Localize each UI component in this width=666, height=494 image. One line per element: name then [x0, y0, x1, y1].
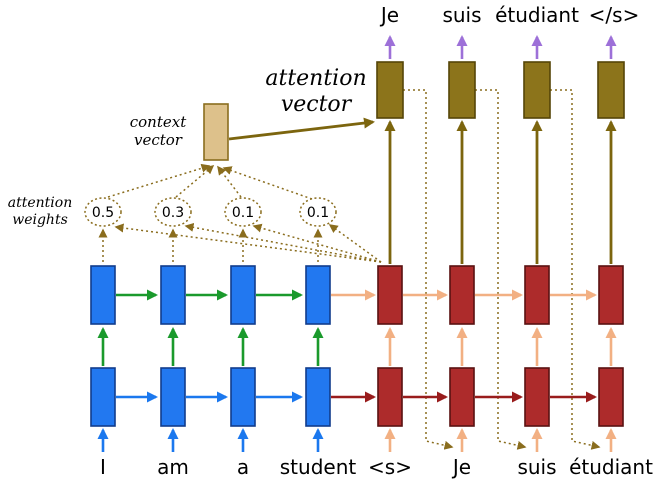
attention-weight-value: 0.5: [92, 205, 114, 221]
input-word-5: <s>: [368, 455, 412, 479]
input-word-2: am: [157, 455, 189, 479]
score-fan-line: [328, 224, 382, 263]
attention-weight-value: 0.3: [162, 205, 184, 221]
decoder-cells: [377, 265, 624, 427]
encoder-cells: [90, 265, 331, 427]
attention-vector-label-line1: attention: [265, 66, 366, 91]
encoder-cell-bottom-2: [160, 367, 186, 427]
decoder-cell-bottom-2: [449, 367, 475, 427]
input-words: I am a student <s> Je suis étudiant: [100, 455, 653, 479]
output-word-3: étudiant: [495, 3, 579, 27]
output-words: Je suis étudiant </s>: [379, 3, 639, 27]
input-word-4: student: [280, 455, 357, 479]
score-fan-line: [114, 223, 382, 263]
attention-score-lines: [98, 163, 382, 263]
attention-weights-label-line2: weights: [12, 212, 68, 228]
attention-vector-box-4: [597, 61, 625, 119]
input-word-1: I: [100, 455, 106, 479]
context-to-attention-arrow: [228, 117, 375, 141]
weighted-sum-line: [217, 165, 242, 198]
encoder-cell-top-1: [90, 265, 116, 325]
decoder-cell-top-3: [524, 265, 550, 325]
attention-weight-ellipses: 0.5 0.3 0.1 0.1: [84, 197, 337, 227]
input-feeding-lines: [403, 89, 601, 450]
context-vector-label-line1: context: [130, 113, 187, 131]
attention-weight-ellipse-2: [154, 197, 192, 227]
weighted-sum-line: [107, 163, 211, 198]
decoder-cell-bottom-4: [598, 367, 624, 427]
weighted-sum-line: [222, 166, 313, 200]
decoder-cell-top-2: [449, 265, 475, 325]
encoder-cell-bottom-1: [90, 367, 116, 427]
decoder-arrows: [331, 35, 617, 452]
attention-vector-box-2: [448, 61, 476, 119]
output-word-1: Je: [379, 3, 399, 27]
attention-vector-label-line2: vector: [281, 92, 353, 117]
feed-line: [403, 89, 454, 450]
encoder-arrows: [97, 289, 324, 452]
feed-line: [475, 89, 527, 450]
decoder-cell-bottom-1: [377, 367, 403, 427]
input-word-8: étudiant: [569, 455, 653, 479]
context-vector-box: [203, 103, 229, 161]
score-fan-line: [252, 223, 382, 263]
input-word-3: a: [237, 455, 249, 479]
attention-vector-boxes: [376, 61, 625, 119]
output-word-2: suis: [442, 3, 481, 27]
diagram-labels: attention vector context vector attentio…: [8, 66, 367, 228]
encoder-cell-top-4: [305, 265, 331, 325]
attention-weight-value: 0.1: [307, 205, 329, 221]
score-fan-line: [184, 222, 382, 263]
decoder-cell-top-4: [598, 265, 624, 325]
input-word-6: Je: [451, 455, 471, 479]
output-word-4: </s>: [589, 3, 640, 27]
attention-weight-ellipse-1: [84, 197, 122, 227]
decoder-cell-top-1: [377, 265, 403, 325]
context-vector-label-line2: vector: [134, 131, 183, 149]
encoder-cell-top-3: [230, 265, 256, 325]
encoder-cell-top-2: [160, 265, 186, 325]
encoder-cell-bottom-4: [305, 367, 331, 427]
attention-weight-value: 0.1: [232, 205, 254, 221]
decoder-cell-bottom-3: [524, 367, 550, 427]
attention-weights-label-line1: attention: [8, 195, 72, 211]
encoder-cell-bottom-3: [230, 367, 256, 427]
input-word-7: suis: [517, 455, 556, 479]
attention-vector-box-3: [523, 61, 551, 119]
feed-line: [550, 89, 601, 450]
attention-weight-ellipse-3: [224, 197, 262, 227]
weighted-sum-line: [175, 165, 215, 198]
attention-vector-box-1: [376, 61, 404, 119]
attention-weight-ellipse-4: [299, 197, 337, 227]
